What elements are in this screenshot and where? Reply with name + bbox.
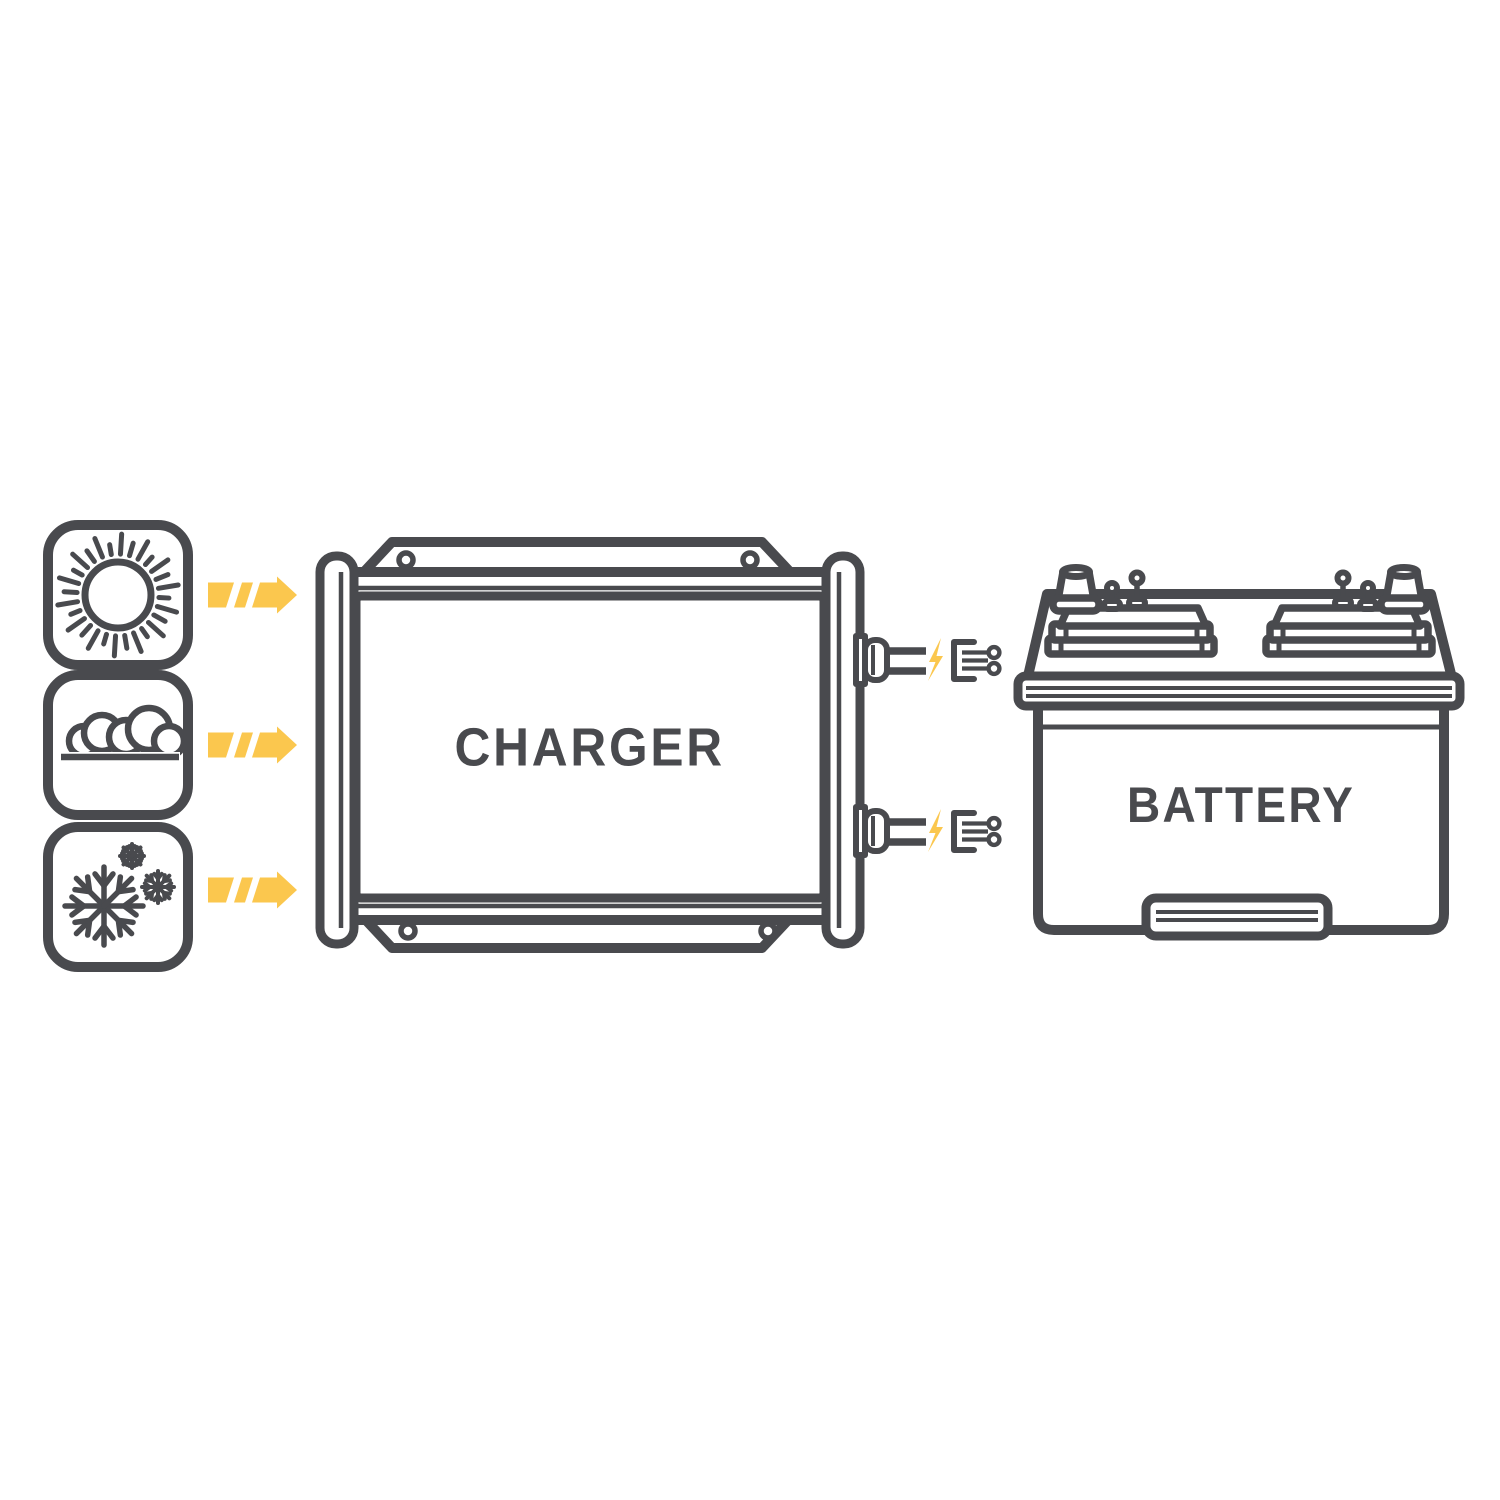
battery-illustration: BATTERY (1013, 564, 1465, 941)
snowflake-small-2 (140, 869, 176, 905)
battery-body: BATTERY (1033, 695, 1449, 935)
snowflake-small-1 (118, 842, 146, 870)
chevron-arrow-right-icon (208, 576, 297, 614)
charger-face: CHARGER (351, 585, 829, 909)
chevron-arrow-right-icon (208, 871, 297, 909)
sun-rays (55, 531, 181, 659)
weather-icons (43, 520, 193, 972)
input-arrows (208, 576, 297, 909)
battery-handle (1141, 893, 1333, 941)
chevron-arrow-right-icon (208, 726, 297, 764)
clouds-icon (43, 670, 193, 820)
charger-cable-bottom (856, 807, 999, 855)
sun-icon (43, 520, 193, 670)
battery-cell-cap-left (1044, 604, 1218, 658)
battery-cell-cap-right (1262, 604, 1436, 658)
snowflake-large (62, 864, 146, 948)
charger-illustration: CHARGER (315, 537, 999, 953)
battery-terminal-left (1049, 564, 1148, 615)
snowflakes-icon (43, 822, 193, 972)
charger-cable-top (856, 636, 999, 684)
battery-rim (1013, 671, 1465, 711)
battery-terminal-right (1332, 564, 1431, 615)
cloud-shapes (56, 704, 188, 774)
battery-label: BATTERY (1127, 778, 1355, 833)
charger-label: CHARGER (454, 717, 724, 777)
